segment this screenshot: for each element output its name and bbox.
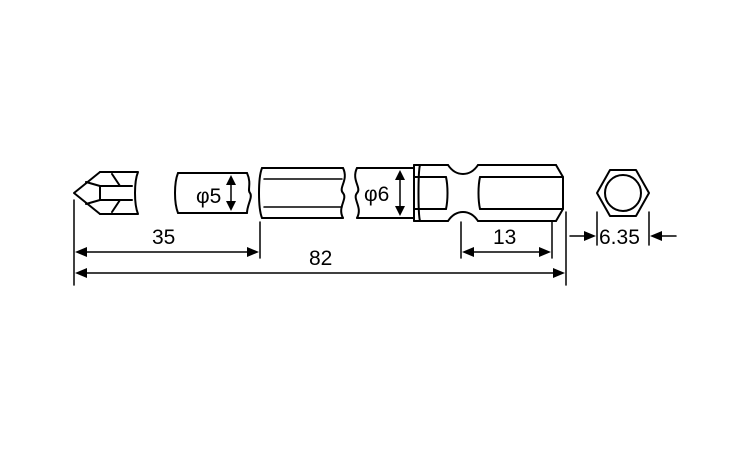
diameter-large-label: φ6 <box>364 183 389 206</box>
tip-length-label: 35 <box>152 226 175 249</box>
shank-segment-small <box>174 172 252 214</box>
diameter-5-dimension: φ5 <box>196 175 236 211</box>
shank-segment-large <box>354 167 415 219</box>
hex-shank <box>413 164 564 222</box>
dimension-6-35: 6.35 <box>569 226 677 249</box>
hex-length-label: 13 <box>493 226 516 249</box>
hex-width-label: 6.35 <box>599 226 640 249</box>
extension-lines <box>73 199 650 286</box>
diameter-6-dimension: φ6 <box>364 170 405 216</box>
hex-end-view <box>596 169 650 217</box>
dimension-13: 13 <box>462 226 551 257</box>
dimension-82: 82 <box>75 247 565 278</box>
diameter-small-label: φ5 <box>196 185 221 208</box>
phillips-tip <box>73 171 139 215</box>
collar <box>258 167 346 219</box>
dimension-35: 35 <box>75 226 259 257</box>
overall-length-label: 82 <box>309 247 332 270</box>
